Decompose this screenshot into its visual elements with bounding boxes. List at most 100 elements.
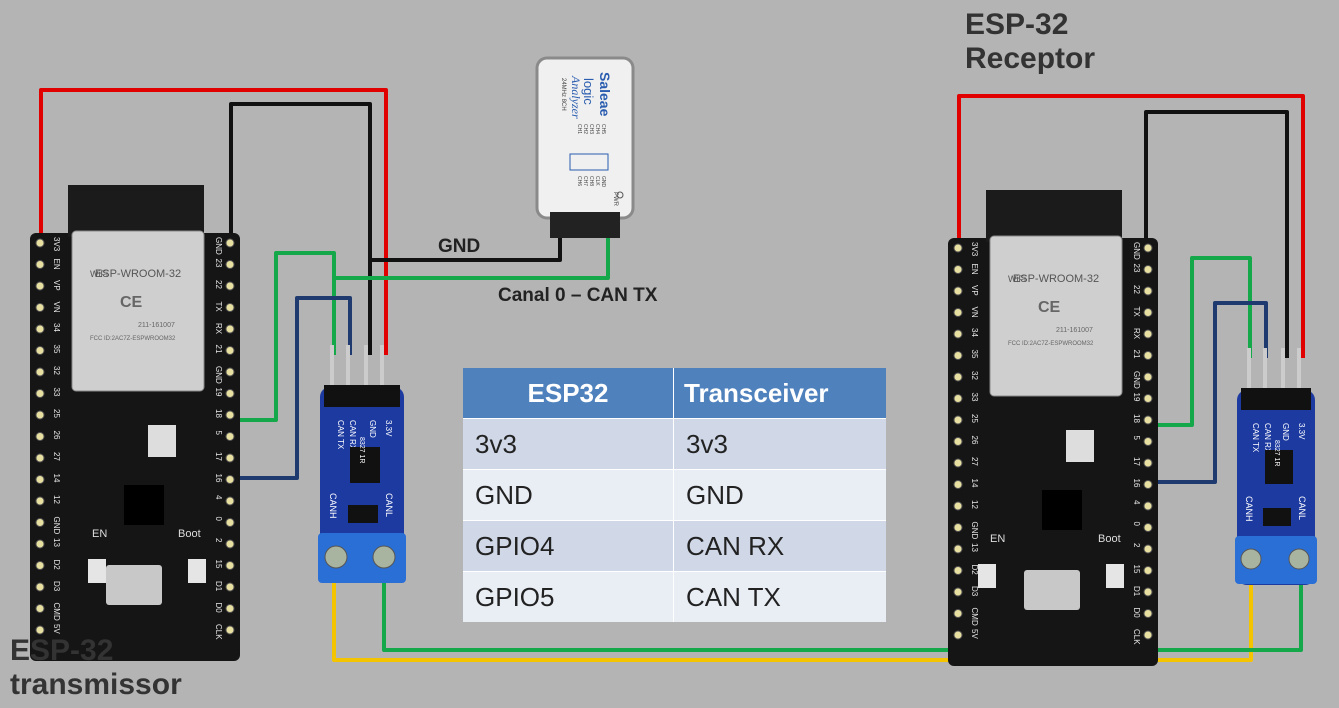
boot-button — [188, 559, 206, 583]
header-pin — [1247, 348, 1251, 393]
esp-module-name: ESP-WROOM-32 — [95, 268, 181, 280]
pin-label: 23 — [1132, 264, 1141, 273]
header-pin-icon — [225, 561, 235, 570]
can-tx-wire-label: Canal 0 – CAN TX — [498, 285, 658, 306]
pin-label: 14 — [52, 474, 61, 483]
pin-label: RX — [1132, 328, 1141, 340]
header-pin-icon — [1143, 566, 1153, 575]
header-pin-icon — [1143, 630, 1153, 640]
header-pin-icon — [953, 501, 963, 511]
header-pin — [364, 345, 368, 390]
canh-bus-wire — [332, 567, 1253, 662]
boot-button — [1106, 564, 1124, 588]
analyzer-channel-label: CH2 — [582, 124, 588, 134]
pin-label: 5V — [52, 624, 61, 634]
header-pin-icon — [953, 437, 963, 446]
pin-label: 5V — [970, 629, 979, 639]
header-pin-icon — [953, 587, 963, 597]
pin-label: GND — [214, 237, 223, 255]
analyzer-channel-label: CH1 — [576, 124, 582, 134]
header-pin-icon — [225, 324, 235, 334]
pin-label: CLK — [1132, 629, 1141, 645]
pin-label: D1 — [214, 581, 223, 592]
pin-label: 25 — [52, 409, 61, 418]
pin-label: 19 — [214, 388, 223, 397]
header-pin-icon — [35, 238, 45, 248]
pin-label: D3 — [970, 586, 979, 597]
header-pin-icon — [953, 308, 963, 317]
terminal-block — [1235, 536, 1317, 584]
esp-module-shield — [989, 235, 1123, 397]
header-pin-icon — [953, 544, 963, 554]
gnd-wire-label: GND — [438, 236, 481, 257]
header-pin-icon — [35, 410, 45, 420]
left-header-pins: 3V3ENVPVN343532332526271412GND13D2D3CMD5… — [953, 242, 979, 640]
pin-label: 33 — [970, 393, 979, 402]
regulator — [148, 425, 176, 457]
header-pin — [1263, 348, 1267, 393]
table-cell: CAN RX — [673, 520, 886, 572]
pin-label-gnd: GND — [368, 420, 377, 438]
header-pin-icon — [1143, 243, 1153, 253]
analyzer-brand: Saleae — [597, 72, 613, 117]
receiver-title: ESP-32 Receptor — [965, 8, 1095, 76]
wifi-logo-icon: WiFi — [90, 269, 108, 279]
pin-label-can-tx: CAN TX — [1251, 423, 1260, 453]
analyzer-channel-label: CH6 — [576, 176, 582, 186]
micro-usb-port — [106, 565, 162, 605]
pin-label: VP — [52, 280, 61, 291]
left-header-pins: 3V3ENVPVN343532332526271412GND13D2D3CMD5… — [35, 237, 61, 635]
header-pin-icon — [225, 367, 235, 377]
pin-label: 32 — [52, 366, 61, 375]
pin-label: 19 — [1132, 393, 1141, 402]
pin-label: 3V3 — [970, 242, 979, 257]
header-pin-icon — [1143, 609, 1153, 618]
pin-label: 27 — [970, 457, 979, 466]
termination-jumper — [348, 505, 378, 523]
table-cell: GND — [673, 469, 886, 521]
pin-label: GND — [1132, 242, 1141, 260]
pin-mapping-table: ESP32 Transceiver 3v3 3v3 GND GND GPIO4 … — [463, 368, 886, 622]
power-led-icon — [616, 191, 624, 199]
pin-label: 18 — [214, 409, 223, 418]
pin-label: GND — [1132, 371, 1141, 389]
transmitter-title: ESP-32 transmissor — [10, 634, 182, 702]
header-pin-icon — [225, 625, 235, 635]
esp-module-name: ESP-WROOM-32 — [1013, 273, 1099, 285]
header-pin-icon — [953, 566, 963, 575]
header-pin — [380, 345, 384, 390]
header-pin-icon — [225, 453, 235, 463]
wifi-logo-icon: WiFi — [1008, 274, 1026, 284]
can-chip — [1265, 450, 1293, 484]
pin-label: 12 — [52, 495, 61, 504]
transmitter-title-line1: ESP-32 — [10, 634, 114, 667]
screw-canh-icon — [324, 545, 348, 569]
pin-label: 18 — [1132, 414, 1141, 423]
r-code: 211-161007 — [1056, 327, 1093, 334]
pin-label: D2 — [970, 565, 979, 576]
navy-wire-rx-gpio4 — [1148, 301, 1268, 484]
header-pin-icon — [35, 303, 45, 312]
pin-label: GND — [52, 517, 61, 535]
table-cell: CAN TX — [673, 571, 886, 622]
table-row: GPIO4 CAN RX — [463, 520, 886, 572]
pin-label: 17 — [214, 452, 223, 461]
esp-module-shield — [71, 230, 205, 392]
probe-connector — [550, 212, 620, 238]
header-pin-icon — [225, 346, 235, 355]
esp32-transmitter-board: ESP-WROOM-32 WiFi CE 211-161007 FCC ID:2… — [30, 185, 240, 661]
usb-uart-chip — [124, 485, 164, 525]
pin-label: D0 — [214, 603, 223, 614]
pin-label: 27 — [52, 452, 61, 461]
header-pin-icon — [225, 539, 235, 549]
black-wire-rx-gnd — [1144, 110, 1289, 358]
canl-label: CANL — [1297, 496, 1307, 520]
pin-label: 4 — [1132, 500, 1141, 505]
header-pin-icon — [35, 389, 45, 398]
wires — [39, 88, 1305, 662]
pin-label: GND — [214, 366, 223, 384]
pin-label: 13 — [970, 543, 979, 552]
